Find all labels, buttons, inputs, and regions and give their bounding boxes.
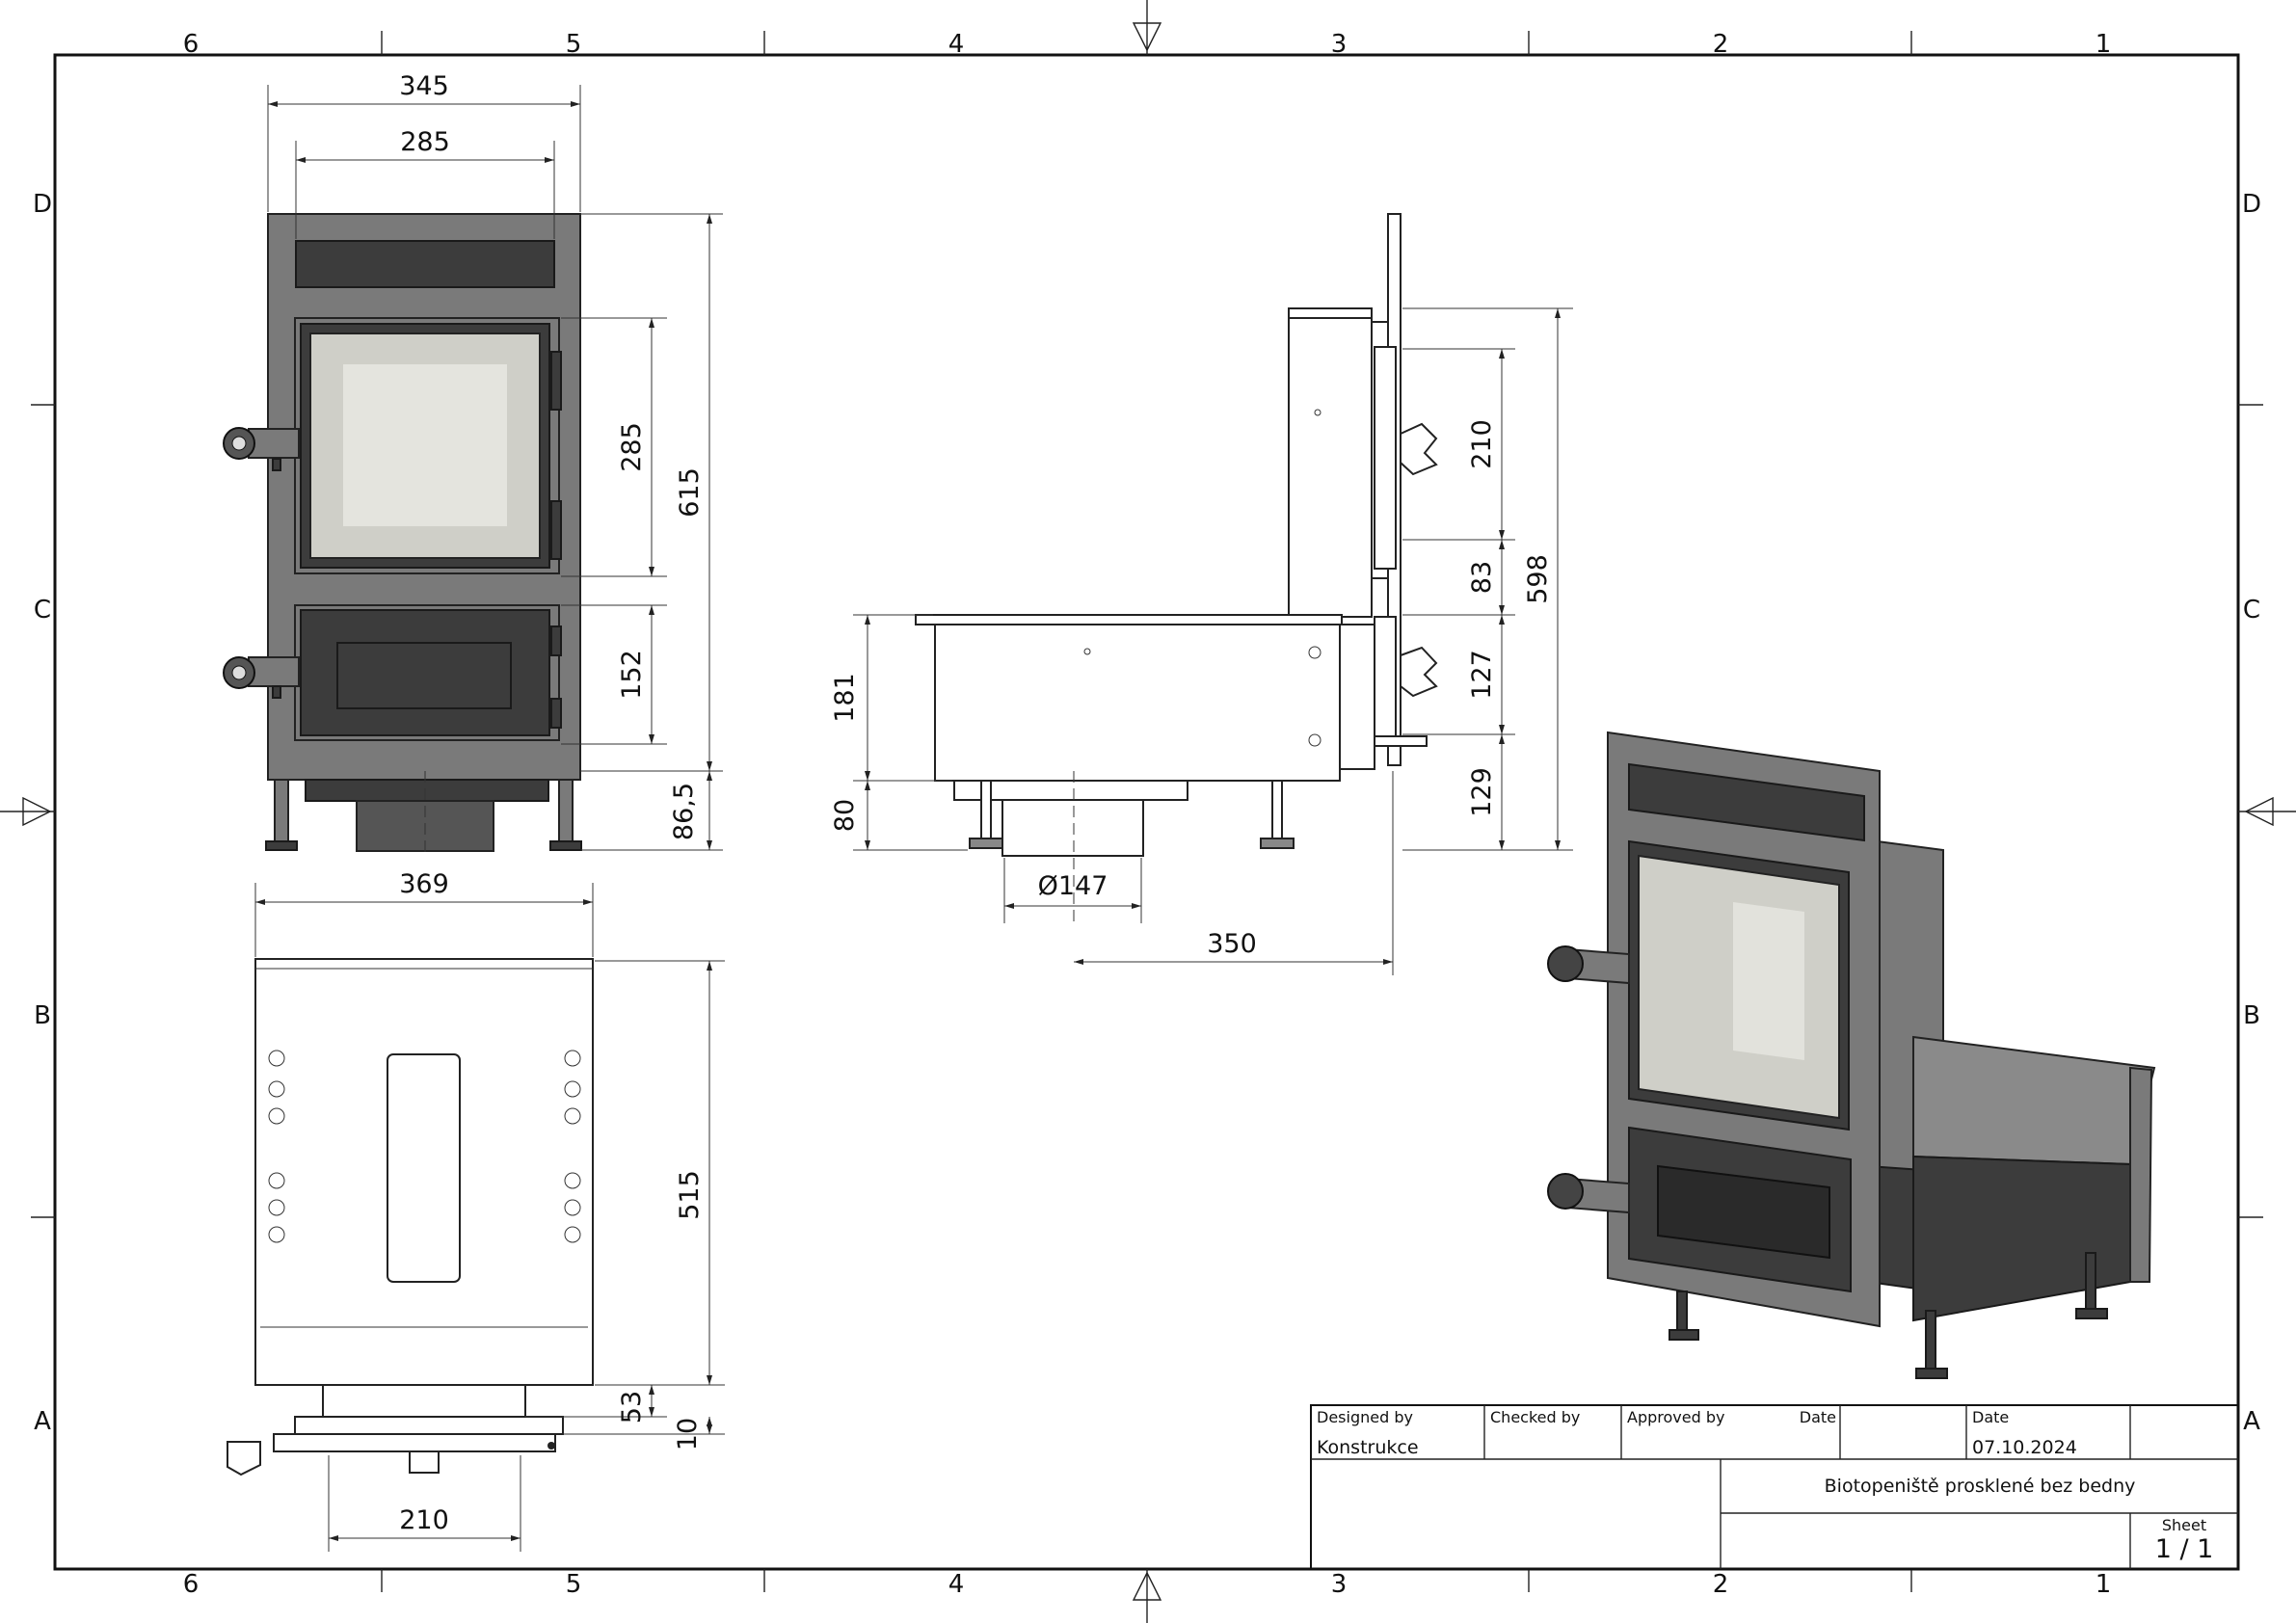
dim-side-80: 80 [830,799,860,832]
plan-holes-left [268,1050,285,1243]
dim-side-83: 83 [1467,561,1497,594]
center-mark-right [2238,796,2296,827]
dim-side-147: Ø147 [1038,871,1108,901]
drawing-date: 07.10.2024 [1972,1437,2077,1458]
sheet-number: 1 / 1 [2155,1534,2214,1564]
lower-door-knob-icon [223,656,300,699]
date-label: Date [1972,1408,2009,1426]
zone-right-B: B [2243,1001,2260,1030]
zone-left-C: C [34,596,51,625]
center-mark-top [1132,0,1162,55]
dim-front-152: 152 [617,650,647,700]
dim-plan-210: 210 [399,1505,449,1535]
checked-by-label: Checked by [1490,1408,1580,1426]
plan-dimensions: 369 515 53 10 210 [254,869,725,1552]
zone-left-D: D [33,190,52,219]
zone-bottom-2: 2 [1713,1570,1729,1599]
dim-front-86-5: 86,5 [669,783,699,840]
dim-plan-515: 515 [675,1170,705,1220]
dim-side-129: 129 [1467,767,1497,817]
zone-bottom-3: 3 [1331,1570,1348,1599]
front-dimensions: 345 285 615 285 152 86,5 [267,71,723,851]
side-view [915,213,1438,925]
zone-left-A: A [34,1407,51,1436]
dim-front-345: 345 [399,71,449,101]
dim-side-350: 350 [1207,929,1257,959]
dim-side-598: 598 [1523,554,1553,604]
dim-side-127: 127 [1467,650,1497,700]
zone-left-B: B [34,1001,51,1030]
zone-top-1: 1 [2096,30,2112,59]
sheet-label: Sheet [2162,1516,2206,1534]
zone-bottom-1: 1 [2096,1570,2112,1599]
upper-door-knob-icon [223,427,300,471]
front-view [223,213,582,858]
plan-view [227,958,594,1477]
approved-by-label: Approved by [1627,1408,1724,1426]
dim-plan-53: 53 [617,1391,647,1423]
zone-top-3: 3 [1331,30,1348,59]
zone-top-4: 4 [948,30,965,59]
drawing-title: Biotopeniště prosklené bez bedny [1825,1476,2136,1497]
dim-front-285-height: 285 [617,422,647,472]
iso-upper-knob-icon [1547,945,1630,985]
date-label-approved: Date [1800,1408,1836,1426]
dim-plan-369: 369 [399,869,449,899]
center-mark-bottom [1132,1569,1162,1623]
dim-plan-10: 10 [673,1418,703,1450]
dim-front-615: 615 [675,467,705,518]
zone-right-C: C [2243,596,2260,625]
title-block: Designed by Checked by Approved by Date … [1310,1404,2239,1570]
iso-lower-knob-icon [1547,1173,1630,1214]
designer-name: Konstrukce [1317,1437,1419,1458]
dim-front-285-width: 285 [400,127,450,157]
zone-top-2: 2 [1713,30,1729,59]
plan-holes-right [564,1050,581,1243]
zone-top-6: 6 [183,30,200,59]
designed-by-label: Designed by [1317,1408,1413,1426]
zone-bottom-5: 5 [566,1570,582,1599]
zone-bottom-6: 6 [183,1570,200,1599]
dim-side-210: 210 [1467,419,1497,469]
isometric-view [1547,731,2156,1379]
zone-right-A: A [2243,1407,2260,1436]
dim-side-181: 181 [830,673,860,723]
zone-top-5: 5 [566,30,582,59]
zone-right-D: D [2242,190,2261,219]
zone-bottom-4: 4 [948,1570,965,1599]
side-dimensions: 181 80 Ø147 350 210 83 127 129 598 [830,307,1573,975]
center-mark-left [0,796,55,827]
